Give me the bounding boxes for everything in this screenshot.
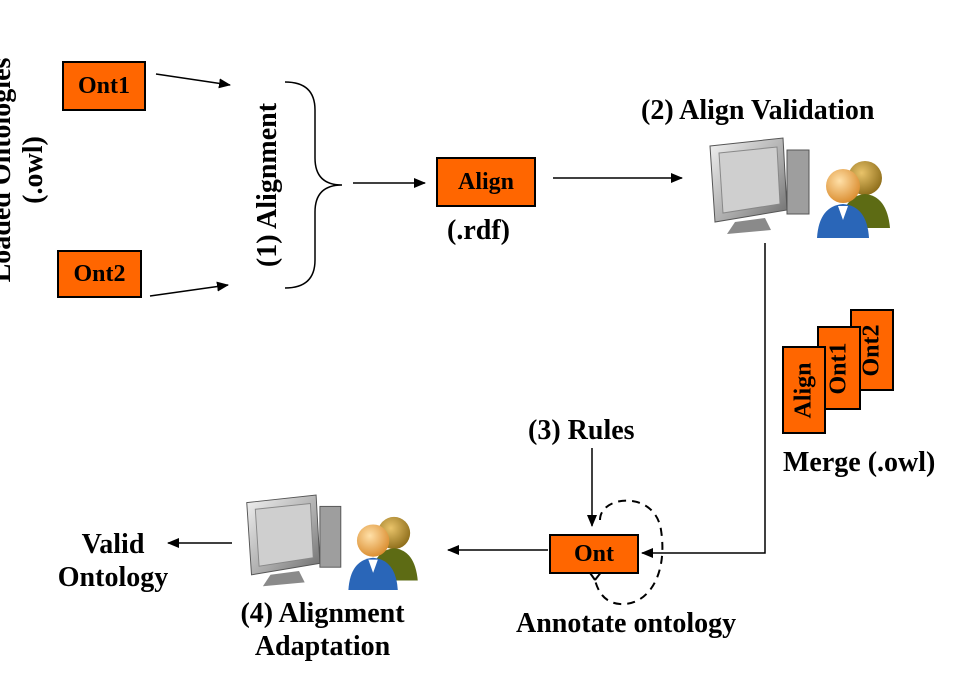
step-alignment-label: (1) Alignment [252,102,283,268]
merge-align-label: Align [790,361,817,419]
loaded-ontologies-line2: (.owl) [18,136,49,204]
step-adaptation-line2: Adaptation [254,631,391,662]
valid-ontology-label: Valid Ontology [48,528,178,594]
alignment-brace [284,81,343,289]
step-adaptation-label: (4) Alignment Adaptation [220,597,425,663]
annotate-loop [594,499,664,606]
step-rules-label: (3) Rules [528,415,635,446]
align-box-label: Align [457,168,514,195]
align-format-label: (.rdf) [447,215,510,246]
merge-ont1-label: Ont1 [825,341,852,395]
arrow-ont2-to-alignment [149,281,229,297]
computer-user-icon [246,494,418,590]
arrow-ont1-to-alignment [155,73,231,89]
merge-ont2-label: Ont2 [858,323,885,377]
merge-label: Merge (.owl) [783,447,936,478]
align-box: Align [436,157,536,207]
annotate-ont-label: Ont [573,540,614,567]
annotate-ont-box: Ont [549,534,639,574]
loaded-ontologies-label: Loaded Ontologies (.owl) [0,40,50,300]
merge-align-box: Align [782,346,826,434]
loaded-ontologies-line1: Loaded Ontologies [0,57,17,283]
valid-ontology-line2: Ontology [57,562,169,593]
computer-user-icon [709,137,890,238]
valid-ontology-line1: Valid [81,529,145,560]
arrow-validation-to-ont [641,243,766,558]
step-align-validation-label: (2) Align Validation [641,95,875,126]
ont2-box: Ont2 [57,250,142,298]
annotate-ontology-label: Annotate ontology [516,608,737,639]
step-adaptation-line1: (4) Alignment [240,598,405,629]
ont1-box: Ont1 [62,61,146,111]
ont1-label: Ont1 [77,72,130,99]
ont2-label: Ont2 [73,260,126,287]
